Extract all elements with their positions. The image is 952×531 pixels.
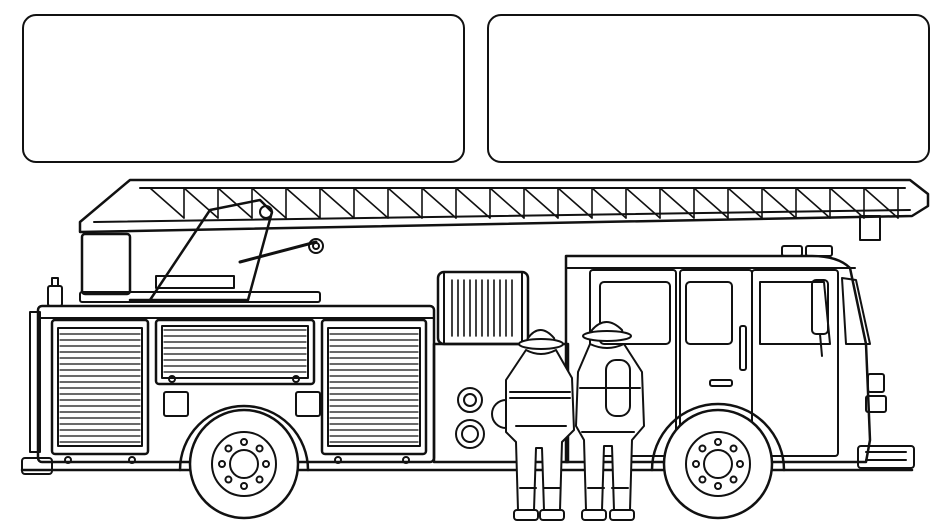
aerial-ladder [80,180,928,240]
compartment-door-left [52,320,148,454]
firefighter-right [576,322,644,520]
hose-reel [438,272,528,344]
ladder-turntable [80,200,323,302]
blank-caption-box-right [487,14,930,163]
compartment-door-middle [156,320,314,384]
wheel-rear [180,406,308,518]
wheel-front [652,404,784,518]
blank-caption-box-left [22,14,465,163]
compartment-door-right [322,320,426,454]
firefighter-left [506,330,574,520]
rear-body [30,278,434,463]
